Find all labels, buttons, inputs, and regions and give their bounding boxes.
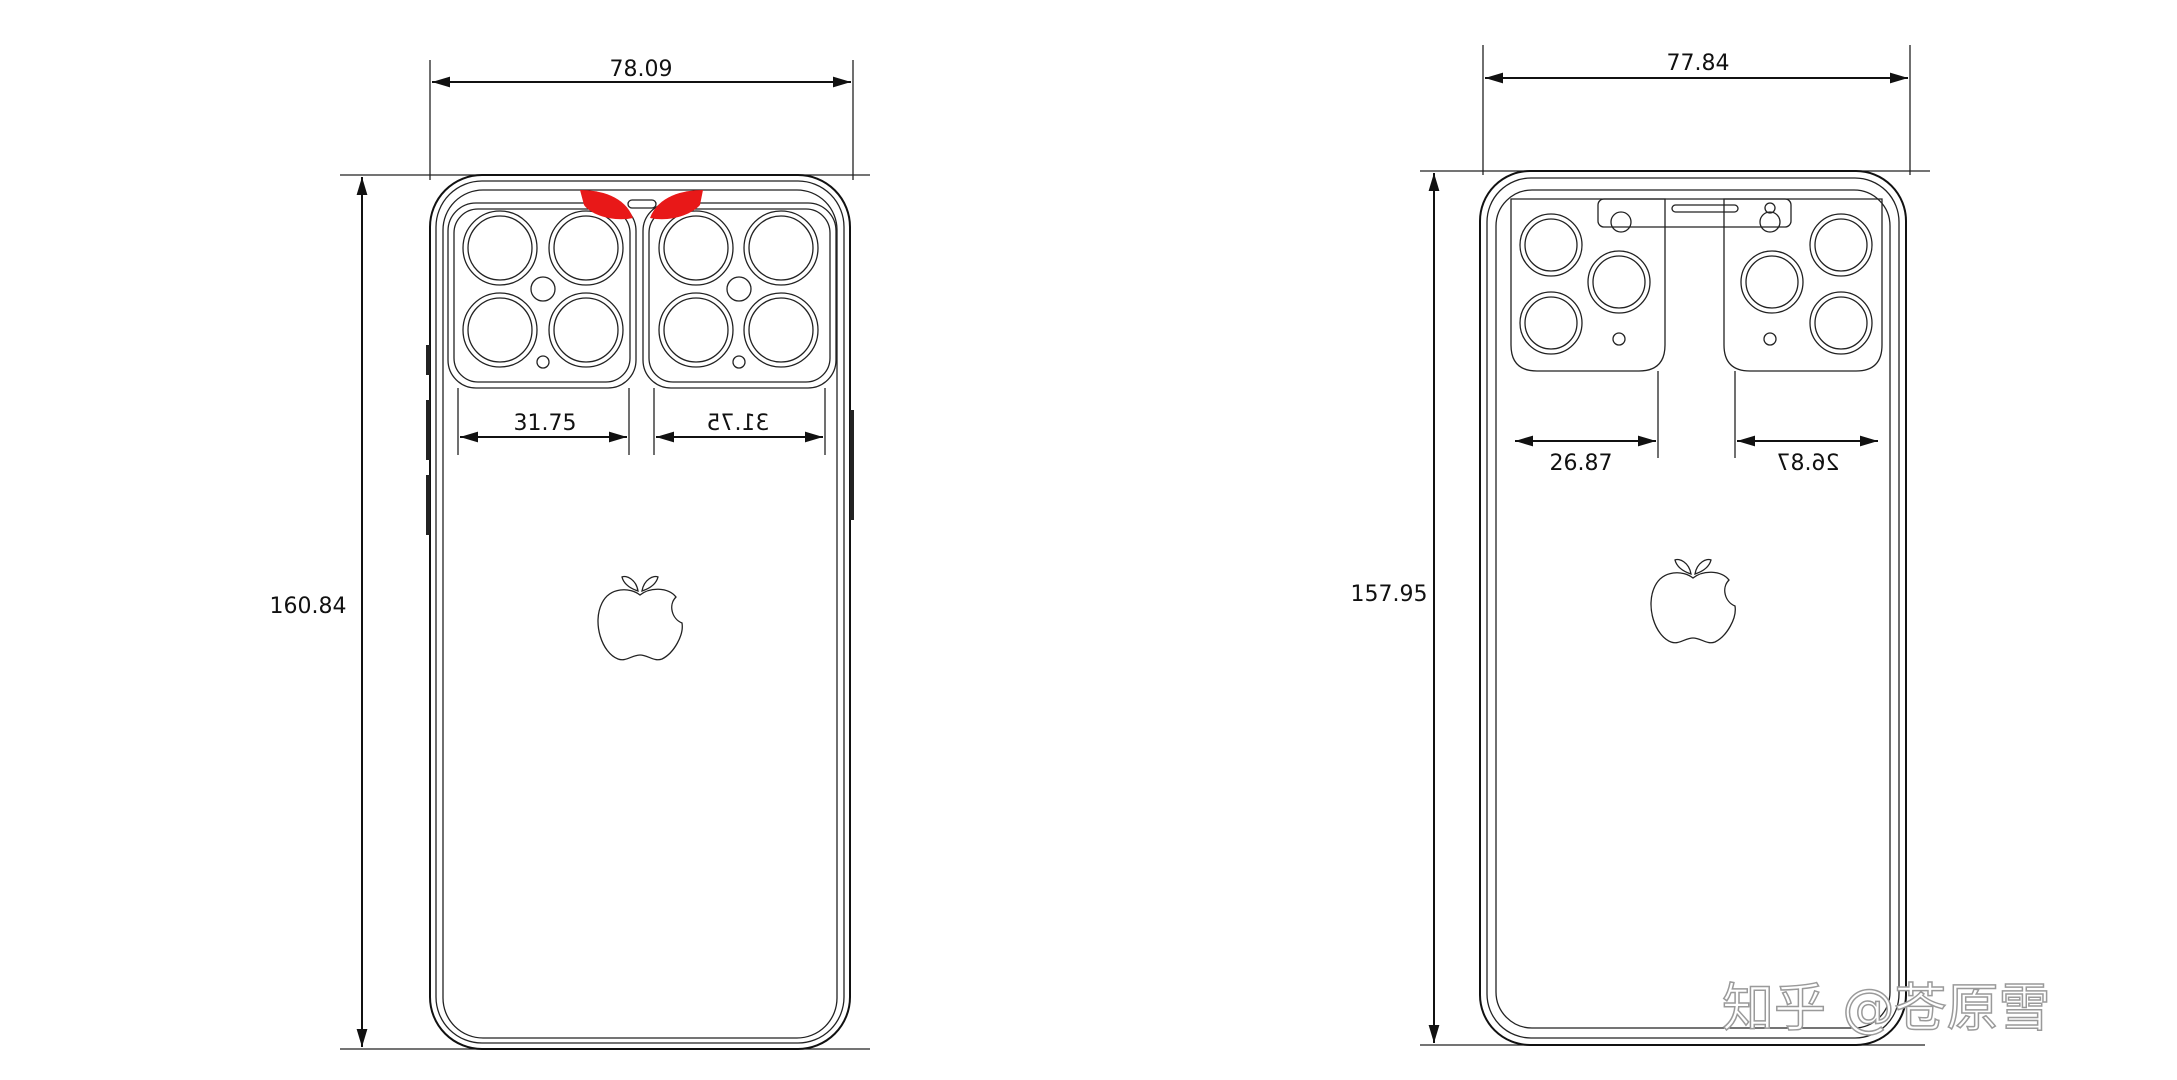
apple-logo-icon — [1650, 558, 1736, 644]
watermark: 知乎 @苍原雪 — [1722, 979, 2051, 1039]
width-label: 78.09 — [610, 57, 673, 82]
phone-body-outline — [429, 174, 851, 1050]
camera-module-left — [1510, 198, 1666, 372]
camera-module-left — [447, 202, 637, 389]
camera-module-right — [1723, 198, 1883, 372]
apple-logo-icon — [597, 575, 683, 661]
red-highlight-right — [650, 190, 703, 220]
camera-module-right — [642, 202, 837, 389]
module-width-label-left: 31.75 — [514, 411, 577, 436]
module-width-label-right-mirrored: 31.75 — [707, 411, 770, 436]
width-label: 77.84 — [1667, 51, 1730, 76]
phone-body-outline — [1479, 170, 1907, 1046]
phone-right: 77.84 157.95 26.87 — [1351, 45, 1930, 1046]
height-label: 160.84 — [270, 594, 347, 619]
red-highlight-left — [580, 190, 633, 220]
phone-left: 78.09 160.84 — [270, 57, 870, 1050]
module-width-label-right-mirrored: 26.87 — [1777, 451, 1840, 476]
height-label: 157.95 — [1351, 582, 1428, 607]
module-width-label-left: 26.87 — [1550, 451, 1613, 476]
